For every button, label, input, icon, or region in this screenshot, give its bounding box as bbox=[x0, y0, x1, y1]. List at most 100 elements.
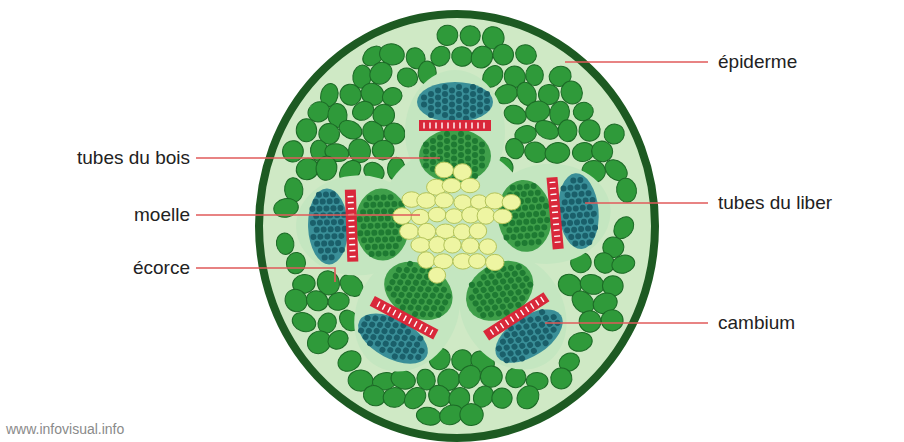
xylem-dot bbox=[515, 275, 523, 283]
xylem-dot bbox=[518, 294, 526, 302]
pith-cell bbox=[479, 239, 496, 255]
phloem-dot bbox=[309, 206, 315, 212]
xylem-dot bbox=[495, 309, 503, 317]
phloem-dot bbox=[502, 356, 510, 364]
xylem-dot bbox=[371, 230, 377, 236]
phloem-dot bbox=[530, 347, 538, 355]
phloem-dot bbox=[393, 334, 401, 342]
pith-cell bbox=[434, 254, 453, 269]
phloem-dot bbox=[511, 330, 519, 338]
phloem-dot bbox=[592, 225, 599, 232]
phloem-dot bbox=[499, 338, 507, 346]
xylem-dot bbox=[360, 223, 366, 229]
pith-cell bbox=[445, 209, 463, 224]
cortex-cell bbox=[548, 365, 574, 391]
xylem-dot bbox=[423, 163, 429, 169]
xylem-dot bbox=[528, 239, 535, 246]
cambium-stripe bbox=[477, 123, 478, 129]
phloem-dot bbox=[382, 340, 390, 348]
cambium-stripe bbox=[419, 324, 422, 329]
phloem-dot bbox=[376, 321, 384, 329]
xylem-dot bbox=[465, 135, 471, 141]
xylem-dot bbox=[390, 291, 398, 299]
phloem-dot bbox=[584, 211, 591, 218]
phloem-dot bbox=[327, 198, 333, 204]
phloem-dot bbox=[331, 219, 337, 225]
cortex-cell bbox=[303, 287, 332, 315]
xylem-dot bbox=[509, 185, 516, 192]
phloem-dot bbox=[534, 315, 542, 323]
cortex-cell bbox=[610, 253, 637, 276]
phloem-dot bbox=[321, 240, 327, 246]
xylem-dot bbox=[361, 237, 367, 243]
pith-cell bbox=[477, 207, 495, 224]
phloem-dot bbox=[390, 340, 398, 348]
cambium-stripe bbox=[551, 199, 557, 201]
phloem-dot bbox=[391, 352, 399, 360]
phloem-dot bbox=[563, 213, 570, 220]
xylem-dot bbox=[385, 229, 391, 235]
cambium-stripe bbox=[552, 211, 558, 213]
pith-cell bbox=[428, 207, 446, 222]
cortex-cell bbox=[489, 40, 517, 69]
phloem-dot bbox=[546, 320, 554, 328]
xylem-dots bbox=[460, 251, 540, 328]
xylem-dot bbox=[495, 271, 503, 279]
cambium-stripe bbox=[429, 123, 430, 129]
pith-cell bbox=[493, 209, 512, 224]
cambium-stripe bbox=[500, 323, 503, 328]
phloem-dot bbox=[331, 233, 337, 239]
xylem-dot bbox=[479, 286, 487, 294]
xylem-dot bbox=[410, 297, 418, 305]
leader-line bbox=[545, 322, 708, 324]
xylem-dot bbox=[451, 156, 457, 162]
xylem-dot bbox=[391, 201, 397, 207]
xylem-dot bbox=[357, 230, 363, 236]
phloem-dot bbox=[337, 205, 343, 211]
xylem-dot bbox=[527, 225, 534, 232]
xylem-dot bbox=[367, 209, 373, 215]
cortex-cell bbox=[600, 309, 624, 332]
xylem-dot bbox=[491, 291, 499, 299]
cortex-cell bbox=[415, 405, 443, 427]
part-label: moelle bbox=[134, 204, 190, 226]
phloem-dot bbox=[405, 340, 413, 348]
xylem-dot bbox=[521, 240, 528, 247]
pith-cells bbox=[393, 162, 521, 283]
xylem-dot bbox=[491, 278, 499, 286]
phloem-dot bbox=[442, 91, 448, 97]
xylem-dot bbox=[389, 250, 395, 256]
part-label: épiderme bbox=[718, 51, 797, 73]
phloem-dot bbox=[495, 344, 503, 352]
cortex-cell bbox=[290, 309, 319, 335]
cambium-stripe bbox=[453, 123, 454, 129]
phloem-dot bbox=[394, 346, 402, 354]
cortex-cell bbox=[382, 387, 406, 409]
xylem-dot bbox=[458, 138, 464, 144]
phloem-dot bbox=[567, 185, 574, 192]
cambium-stripe bbox=[348, 196, 354, 198]
phloem-dot bbox=[499, 350, 507, 358]
phloem-dot bbox=[572, 240, 579, 247]
xylem-dot bbox=[506, 227, 513, 234]
xylem-dot bbox=[479, 163, 485, 169]
xylem-dot bbox=[374, 209, 380, 215]
xylem-dot bbox=[523, 183, 530, 190]
xylem-dot bbox=[487, 272, 495, 280]
cambium-stripe bbox=[423, 123, 424, 129]
phloem-dot bbox=[574, 219, 581, 226]
cortex-cell bbox=[543, 141, 571, 165]
phloem-dot bbox=[377, 333, 385, 341]
phloem-dot bbox=[507, 337, 515, 345]
phloem-dot bbox=[313, 199, 319, 205]
phloem-dot bbox=[328, 240, 334, 246]
cortex-cell bbox=[615, 177, 639, 204]
xylem-dot bbox=[518, 269, 526, 277]
xylem-dot bbox=[465, 149, 471, 155]
phloem-dot bbox=[314, 227, 320, 233]
xylem-dot bbox=[413, 291, 421, 299]
xylem-dot bbox=[421, 291, 429, 299]
cambium-stripe bbox=[349, 244, 355, 246]
cortex-cell bbox=[460, 403, 484, 426]
xylem-dot bbox=[479, 311, 487, 319]
